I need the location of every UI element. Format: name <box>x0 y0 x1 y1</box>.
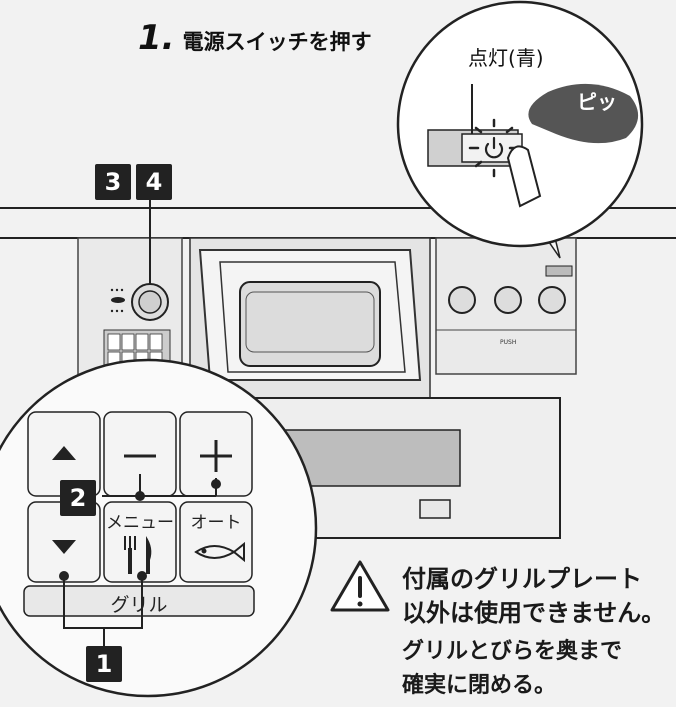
notice-line-1: グリルとびらを奥まで <box>402 639 623 664</box>
step-text: 電源スイッチを押す <box>182 30 372 54</box>
grill-label: グリル <box>110 594 168 616</box>
badge-4: 4 <box>136 164 172 200</box>
warning-icon <box>330 560 390 612</box>
fish-mark-icon <box>110 288 125 313</box>
menu-key-label: メニュー <box>106 513 174 533</box>
cutlery-icon <box>124 536 152 574</box>
grill-plate <box>239 281 381 367</box>
light-rays <box>468 118 520 178</box>
knob-center <box>494 286 522 314</box>
step-heading: 1. 電源スイッチを押す <box>138 18 372 58</box>
drawer-handle <box>419 499 451 519</box>
knob-left <box>448 286 476 314</box>
step-number: 1. <box>138 18 175 58</box>
zoom-circle-power <box>396 0 644 248</box>
power-switch <box>545 265 573 277</box>
zoom-circle-keypad <box>0 358 318 698</box>
right-control-panel: PUSH <box>435 237 577 375</box>
auto-key-label: オート <box>190 513 242 533</box>
power-icon <box>484 136 504 159</box>
indicator-label: 点灯(青) <box>468 46 544 70</box>
down-arrow-icon <box>52 540 76 554</box>
speech-bubble <box>528 83 639 144</box>
knob-right <box>538 286 566 314</box>
finger-icon <box>506 145 542 208</box>
push-label: PUSH <box>500 339 516 346</box>
badge-1: 1 <box>86 646 122 682</box>
notice-line-2: 確実に閉める。 <box>402 673 557 698</box>
warning-line-1: 付属のグリルプレート <box>402 565 642 593</box>
fish-icon <box>194 541 245 563</box>
up-arrow-icon <box>52 446 76 460</box>
warning-line-2: 以外は使用できません。 <box>402 599 666 627</box>
badge-2: 2 <box>60 480 96 516</box>
badge-3: 3 <box>95 164 131 200</box>
beep-text: ピッ <box>577 90 617 114</box>
